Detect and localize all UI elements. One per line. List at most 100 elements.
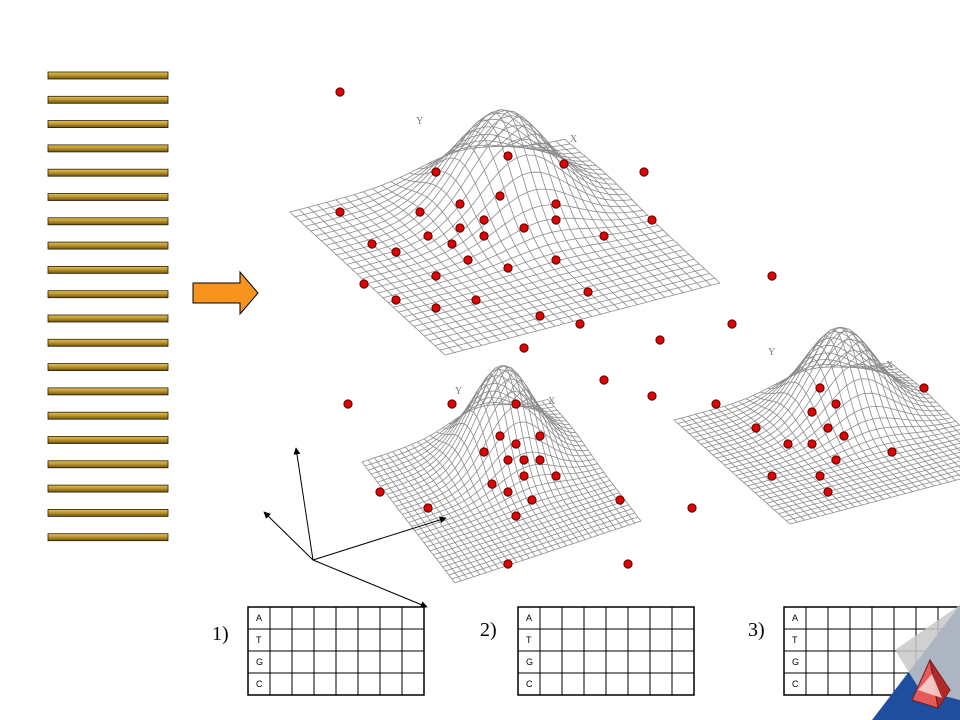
landscape-surface-1 — [289, 109, 721, 356]
matrix-row-label: C — [792, 679, 799, 689]
matrix-row-label: A — [792, 613, 798, 623]
sequence-point — [343, 399, 353, 409]
sequence-point — [391, 247, 401, 257]
sequence-point — [519, 455, 529, 465]
sequence-bar — [47, 460, 169, 469]
sequence-bar — [47, 411, 169, 420]
sequence-points — [335, 87, 929, 569]
sequence-bar — [47, 387, 169, 396]
sequence-bar — [47, 217, 169, 226]
sequence-point — [551, 471, 561, 481]
sequence-bar — [47, 193, 169, 201]
sequence-point — [463, 255, 473, 265]
surface-2-x-label: X — [548, 396, 556, 407]
pyramid-logo-icon — [911, 658, 951, 710]
sequence-point — [455, 199, 465, 209]
surface-1-x-label: X — [570, 134, 578, 145]
sequence-bar — [47, 144, 169, 153]
sequence-point — [487, 479, 497, 489]
surface-1-y-label: Y — [416, 116, 423, 127]
matrix-row-label: G — [526, 657, 533, 667]
sequence-point — [575, 319, 585, 329]
sequence-bar — [47, 290, 169, 299]
sequence-point — [447, 239, 457, 249]
sequence-point — [391, 295, 401, 305]
sequence-point — [839, 431, 849, 441]
sequence-point — [599, 375, 609, 385]
orange-arrow-icon — [192, 270, 259, 316]
landscape-surface-3 — [673, 326, 960, 525]
sequence-point — [583, 287, 593, 297]
sequence-point — [479, 231, 489, 241]
sequence-point — [479, 215, 489, 225]
matrix-row-label: G — [792, 657, 799, 667]
sequence-bar — [47, 241, 169, 250]
sequence-point — [495, 191, 505, 201]
sequence-point — [359, 279, 369, 289]
sequence-point — [623, 559, 633, 569]
sequence-bar — [47, 71, 169, 80]
sequence-point — [423, 503, 433, 513]
profile-matrix-label: 1) — [212, 623, 229, 645]
axis-arrow-right — [312, 516, 447, 561]
sequence-point — [535, 311, 545, 321]
sequence-bar — [47, 120, 169, 128]
surface-3-y-label: Y — [768, 347, 775, 358]
sequence-point — [495, 431, 505, 441]
surface-3-x-label: X — [886, 360, 894, 371]
axis-arrow-up — [293, 447, 314, 561]
sequence-point — [375, 487, 385, 497]
sequence-point — [479, 447, 489, 457]
sequence-point — [447, 399, 457, 409]
sequence-point — [503, 151, 513, 161]
sequence-point — [647, 391, 657, 401]
profile-matrix-label: 3) — [748, 619, 765, 641]
fitness-landscape-surfaces — [289, 109, 960, 584]
axis-arrow-down-right — [312, 559, 428, 608]
sequence-point — [655, 335, 665, 345]
sequence-point — [527, 495, 537, 505]
sequence-point — [767, 471, 777, 481]
sequence-point — [511, 399, 521, 409]
sequence-point — [823, 423, 833, 433]
sequence-bar — [47, 508, 169, 517]
sequence-point — [919, 383, 929, 393]
sequence-point — [503, 263, 513, 273]
sequence-point — [503, 559, 513, 569]
sequence-bar — [47, 314, 169, 323]
sequence-point — [503, 487, 513, 497]
sequence-point — [471, 295, 481, 305]
sequence-point — [455, 223, 465, 233]
sequence-point — [535, 455, 545, 465]
sequence-point — [751, 423, 761, 433]
sequence-point — [511, 439, 521, 449]
sequence-point — [431, 271, 441, 281]
sequence-point — [823, 487, 833, 497]
sequence-bar — [47, 265, 169, 274]
sequence-point — [615, 495, 625, 505]
sequence-point — [335, 207, 345, 217]
matrix-row-label: G — [256, 657, 263, 667]
sequence-point — [335, 87, 345, 97]
sequence-bar — [47, 436, 169, 444]
sequence-point — [887, 447, 897, 457]
matrix-row-label: T — [526, 635, 532, 645]
sequence-point — [807, 407, 817, 417]
sequence-point — [783, 439, 793, 449]
sequence-point — [831, 399, 841, 409]
surface-2-y-label: Y — [455, 386, 462, 397]
surface-axis-labels: Y X Y X Y X — [416, 116, 894, 407]
sequence-point — [535, 431, 545, 441]
sequence-bar — [47, 533, 169, 542]
sequence-bar-stack — [47, 71, 169, 542]
sequence-point — [815, 383, 825, 393]
matrix-row-label: A — [256, 613, 262, 623]
sequence-point — [511, 511, 521, 521]
sequence-point — [551, 199, 561, 209]
matrix-row-label: A — [526, 613, 532, 623]
sequence-bar — [47, 95, 169, 104]
sequence-point — [367, 239, 377, 249]
